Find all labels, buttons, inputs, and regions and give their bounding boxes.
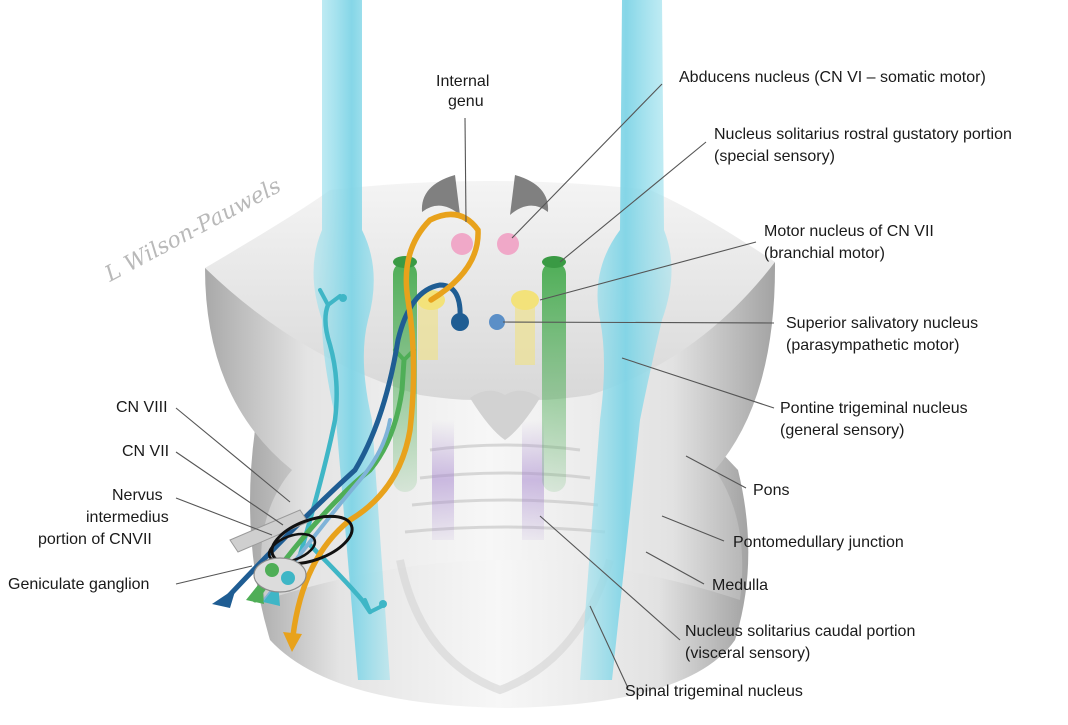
label-internal-genu-1: Internal (436, 73, 489, 90)
motor-vii-nucleus-right (511, 290, 539, 310)
geniculate-ganglion (254, 558, 306, 592)
label-nervus-2: intermedius (86, 509, 169, 526)
label-cn-viii: CN VIII (116, 399, 168, 416)
label-motor-vii-1: Motor nucleus of CN VII (764, 223, 934, 240)
label-motor-vii-2: (branchial motor) (764, 245, 885, 262)
motor-vii-column-right (515, 305, 535, 365)
label-cn-vii: CN VII (122, 443, 169, 460)
label-nts-rostral-1: Nucleus solitarius rostral gustatory por… (714, 126, 1012, 143)
abducens-nucleus-left (451, 233, 473, 255)
nts-caudal-left (432, 420, 454, 540)
ganglion-cell-blue (281, 571, 295, 585)
salivatory-nucleus-right (489, 314, 505, 330)
label-pontine-trig-2: (general sensory) (780, 422, 905, 439)
label-nts-caudal-1: Nucleus solitarius caudal portion (685, 623, 915, 640)
ganglion-cell-green (265, 563, 279, 577)
label-nts-caudal-2: (visceral sensory) (685, 645, 810, 662)
label-internal-genu-2: genu (448, 93, 484, 110)
nts-caudal-right (522, 420, 544, 540)
label-nervus-1: Nervus (112, 487, 163, 504)
arrow-parasympathetic (212, 588, 236, 608)
abducens-nucleus-right (497, 233, 519, 255)
label-geniculate: Geniculate ganglion (8, 576, 149, 593)
label-pontine-trig-1: Pontine trigeminal nucleus (780, 400, 968, 417)
label-abducens: Abducens nucleus (CN VI – somatic motor) (679, 69, 986, 86)
label-pm-junction: Pontomedullary junction (733, 534, 904, 551)
label-medulla: Medulla (712, 577, 768, 594)
label-pons: Pons (753, 482, 789, 499)
label-spinal-trig: Spinal trigeminal nucleus (625, 683, 803, 700)
label-nts-rostral-2: (special sensory) (714, 148, 835, 165)
label-salivatory-1: Superior salivatory nucleus (786, 315, 978, 332)
label-salivatory-2: (parasympathetic motor) (786, 337, 959, 354)
label-nervus-3: portion of CNVII (38, 531, 152, 548)
